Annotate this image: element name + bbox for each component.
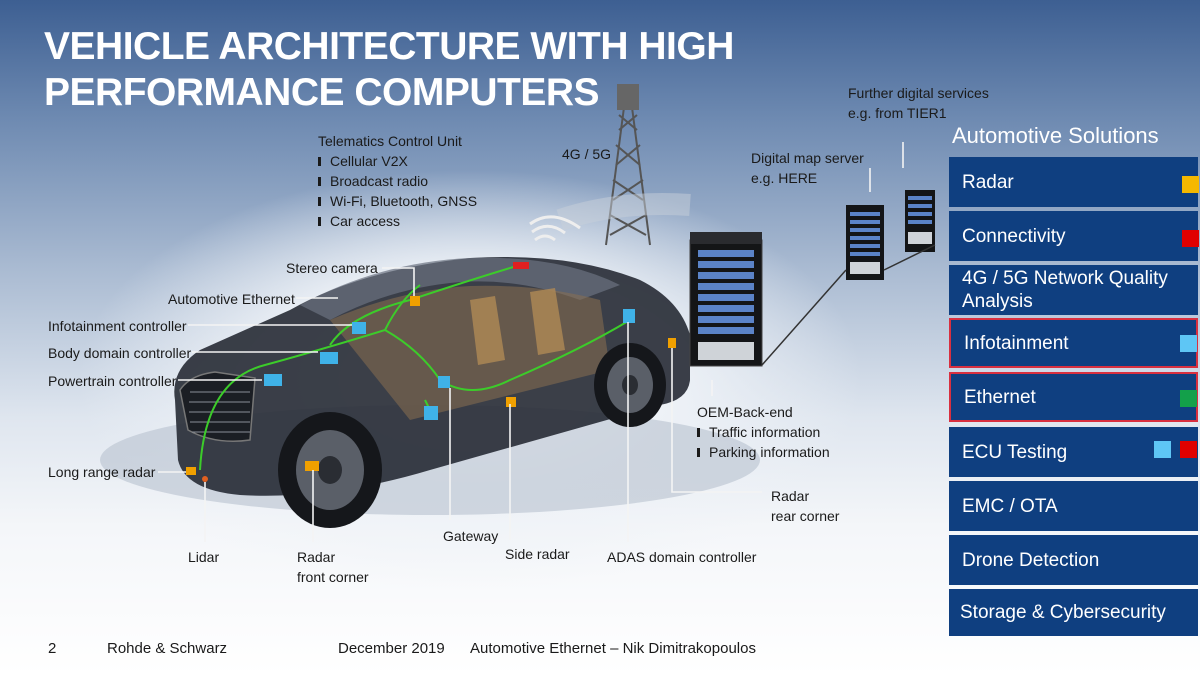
lidar-label: Lidar bbox=[188, 549, 220, 565]
page-title: VEHICLE ARCHITECTURE WITH HIGH PERFORMAN… bbox=[44, 25, 734, 114]
auto-ethernet-label: Automotive Ethernet bbox=[168, 291, 295, 307]
map-server bbox=[846, 205, 884, 280]
side-radar-label: Side radar bbox=[505, 546, 570, 562]
map-server-label: Digital map server bbox=[751, 150, 864, 166]
solution-label: 4G / 5G Network Quality Analysis bbox=[962, 268, 1168, 312]
body-domain-controller-label: Body domain controller bbox=[48, 345, 192, 361]
oem-server bbox=[689, 232, 763, 367]
ethernet-color-marker bbox=[1180, 390, 1197, 407]
cell-tower bbox=[605, 84, 651, 246]
solution-label: Ethernet bbox=[964, 386, 1036, 408]
further-services-label: Further digital services bbox=[848, 85, 989, 101]
oem-item: Parking information bbox=[697, 442, 830, 462]
radar-rear-sublabel: rear corner bbox=[771, 508, 840, 524]
solution-ethernet[interactable]: Ethernet bbox=[949, 372, 1198, 422]
tcu-item: Cellular V2X bbox=[318, 151, 408, 171]
adas-controller-label: ADAS domain controller bbox=[607, 549, 757, 565]
solution-emc-ota[interactable]: EMC / OTA bbox=[949, 481, 1198, 531]
oem-backend-label: OEM-Back-end bbox=[697, 404, 793, 420]
solution-label: Connectivity bbox=[962, 225, 1066, 247]
solution-drone-detection[interactable]: Drone Detection bbox=[949, 535, 1198, 585]
solutions-title: Automotive Solutions bbox=[952, 123, 1159, 148]
long-range-radar-label: Long range radar bbox=[48, 464, 156, 480]
oem-item: Traffic information bbox=[697, 422, 820, 442]
car-body bbox=[174, 256, 691, 528]
network-label: 4G / 5G bbox=[562, 146, 612, 162]
radar-front-sublabel: front corner bbox=[297, 569, 369, 585]
ecu-modules bbox=[186, 262, 676, 482]
leader-lines bbox=[158, 142, 904, 542]
ecu-testing-color-marker bbox=[1180, 441, 1197, 458]
solution-radar[interactable]: Radar bbox=[949, 157, 1198, 207]
solution-label: Drone Detection bbox=[962, 549, 1100, 571]
powertrain-controller-label: Powertrain controller bbox=[48, 373, 177, 389]
stereo-camera-label: Stereo camera bbox=[286, 260, 378, 276]
footer-date: December 2019 bbox=[338, 640, 445, 657]
radar-rear-label: Radar bbox=[771, 488, 810, 504]
infotainment-color-marker bbox=[1180, 335, 1197, 352]
tcu-item: Broadcast radio bbox=[318, 171, 428, 191]
map-server-sublabel: e.g. HERE bbox=[751, 170, 818, 186]
footer-subject: Automotive Ethernet – Nik Dimitrakopoulo… bbox=[470, 640, 756, 657]
further-services-sublabel: e.g. from TIER1 bbox=[848, 105, 947, 121]
solution-label: Radar bbox=[962, 171, 1014, 193]
connectivity-color-marker bbox=[1182, 230, 1199, 247]
radar-color-marker bbox=[1182, 176, 1199, 193]
footer-company: Rohde & Schwarz bbox=[107, 640, 228, 657]
solution-connectivity[interactable]: Connectivity bbox=[949, 211, 1198, 261]
gateway-label: Gateway bbox=[443, 528, 499, 544]
infotainment-controller-label: Infotainment controller bbox=[48, 318, 187, 334]
solution-storage-cybersecurity[interactable]: Storage & Cybersecurity bbox=[949, 589, 1198, 636]
solution-label: Infotainment bbox=[964, 332, 1069, 354]
radar-front-label: Radar bbox=[297, 549, 336, 565]
tier1-server bbox=[905, 190, 935, 252]
solution-infotainment[interactable]: Infotainment bbox=[949, 318, 1198, 368]
solution-label: EMC / OTA bbox=[962, 495, 1058, 517]
tcu-item: Car access bbox=[318, 211, 400, 231]
solution-network-quality[interactable]: 4G / 5G Network Quality Analysis bbox=[949, 265, 1198, 315]
wireless-signal-icon bbox=[529, 215, 581, 242]
ecu-testing-color-marker bbox=[1154, 441, 1171, 458]
tcu-item: Wi-Fi, Bluetooth, GNSS bbox=[318, 191, 477, 211]
solution-label: ECU Testing bbox=[962, 441, 1068, 463]
solution-label: Storage & Cybersecurity bbox=[960, 602, 1166, 623]
tcu-label: Telematics Control Unit bbox=[318, 133, 462, 149]
page-number: 2 bbox=[48, 640, 57, 657]
